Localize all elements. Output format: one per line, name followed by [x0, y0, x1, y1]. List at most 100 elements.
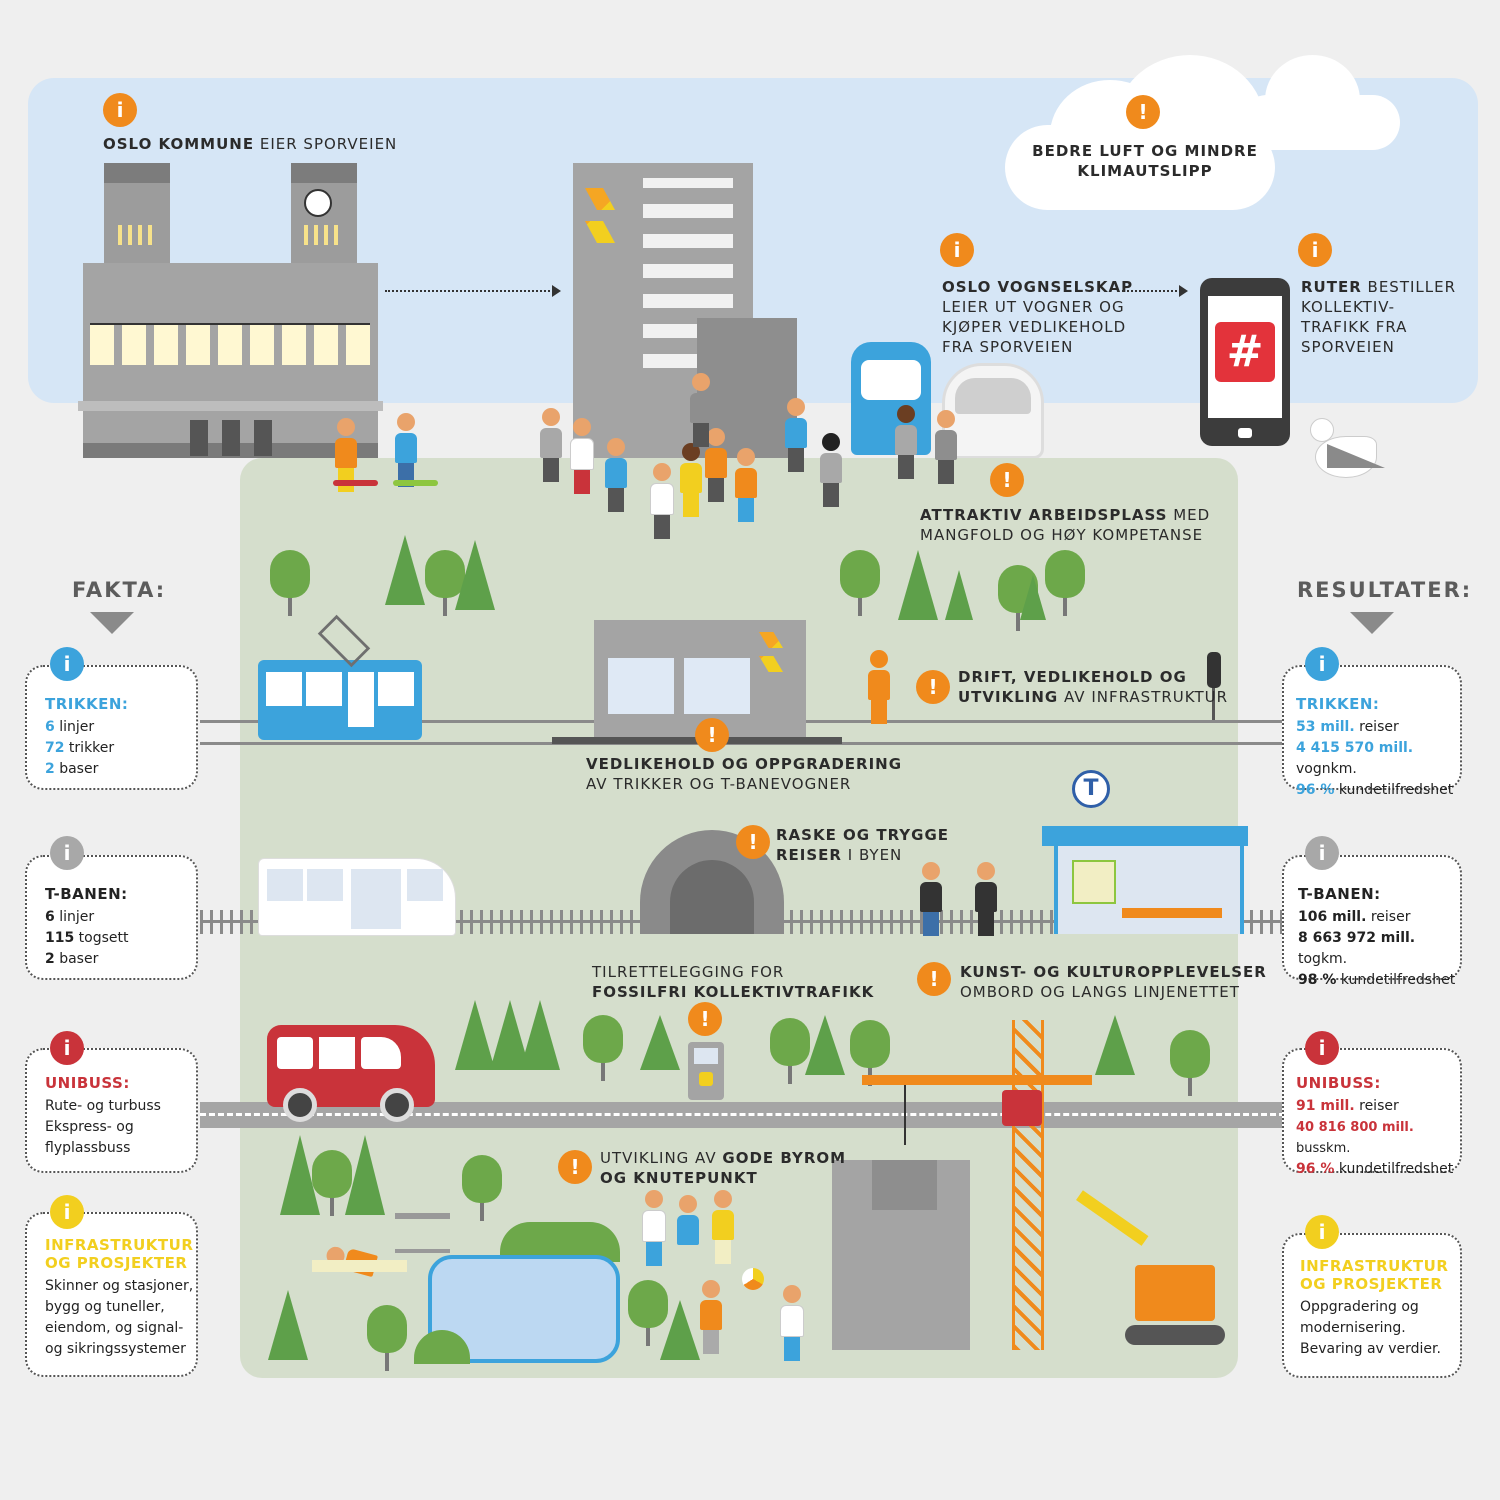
tree [268, 1290, 308, 1360]
worker-person [868, 650, 890, 724]
cloud-small [1240, 55, 1400, 150]
down-arrow-icon [90, 612, 134, 634]
arrow-connector [385, 290, 550, 292]
bbq-group [642, 1190, 742, 1266]
tree [1045, 550, 1085, 616]
phone: # [1200, 278, 1290, 446]
tree [270, 550, 310, 616]
tree [455, 540, 495, 610]
byrom-label: UTVIKLING AV GODE BYROM OG KNUTEPUNKT [600, 1149, 847, 1187]
road-markings [200, 1113, 1285, 1116]
alert-icon: ! [990, 463, 1024, 497]
arrow-connector [1122, 290, 1177, 292]
tree [1095, 1015, 1135, 1075]
info-icon: i [50, 1031, 84, 1065]
tree [945, 570, 973, 620]
alert-icon: ! [916, 670, 950, 704]
vedlikehold-label: VEDLIKEHOLD OG OPPGRADERING AV TRIKKER O… [586, 755, 903, 793]
tree [1020, 575, 1046, 620]
arbeidsplass-label: ATTRAKTIV ARBEIDSPLASS MED MANGFOLD OG H… [920, 506, 1211, 544]
tree [840, 550, 880, 616]
ruter-app-icon: # [1215, 322, 1275, 382]
alert-icon: ! [736, 825, 770, 859]
resultater-unibuss-box: UNIBUSS: 91 mill. reiser 40 816 800 mill… [1282, 1048, 1462, 1177]
tree [455, 1000, 495, 1070]
fakta-heading: FAKTA: [72, 578, 167, 602]
tree [520, 1000, 560, 1070]
info-icon: i [940, 233, 974, 267]
picnic-blanket [312, 1260, 407, 1272]
info-icon: i [1305, 1031, 1339, 1065]
tree [770, 1018, 810, 1084]
beach-ball-icon [742, 1268, 764, 1290]
metro-train [258, 858, 456, 936]
alert-icon: ! [688, 1002, 722, 1036]
info-icon: i [1305, 647, 1339, 681]
station-shelter [1042, 826, 1248, 934]
tree [367, 1305, 407, 1371]
clock-icon [304, 189, 332, 217]
raske-label: RASKE OG TRYGGE REISER I BYEN [776, 826, 950, 864]
skater-person [335, 418, 357, 492]
info-icon: i [50, 1195, 84, 1229]
info-icon: i [50, 836, 84, 870]
tree [850, 1020, 890, 1086]
child-playing [780, 1285, 804, 1361]
tree [898, 550, 938, 620]
excavator [1065, 1190, 1225, 1350]
sporveien-logo-icon [585, 188, 615, 243]
charging-station-icon [688, 1042, 724, 1100]
tree [345, 1135, 385, 1215]
metro-front [942, 363, 1044, 459]
sporveien-logo-icon [759, 632, 783, 672]
kunst-label: KUNST- OG KULTUROPPLEVELSER OMBORD OG LA… [960, 963, 1267, 1001]
tree [1170, 1030, 1210, 1096]
resultater-heading: RESULTATER: [1297, 578, 1473, 602]
info-icon: i [103, 93, 137, 127]
bus-wheel [380, 1088, 414, 1122]
alert-icon: ! [695, 718, 729, 752]
fakta-trikken-box: TRIKKEN: 6 linjer 72 trikker 2 baser [25, 665, 198, 790]
cloud [1005, 55, 1285, 210]
alert-icon: ! [917, 962, 951, 996]
skateboard [333, 480, 378, 486]
skater-person [395, 413, 417, 487]
vognselskap-label: OSLO VOGNSELSKAP LEIER UT VOGNER OG KJØP… [942, 278, 1134, 356]
drift-label: DRIFT, VEDLIKEHOLD OG UTVIKLING AV INFRA… [958, 668, 1229, 706]
artist-person [920, 862, 942, 936]
arrow-head-icon [552, 285, 561, 297]
ruter-label: RUTER BESTILLER KOLLEKTIV- TRAFIKK FRA S… [1301, 278, 1457, 356]
arrow-head-icon [1179, 285, 1188, 297]
info-icon: i [1305, 836, 1339, 870]
building-under-construction [832, 1160, 970, 1350]
fossil-label: TILRETTELEGGING FOR FOSSILFRI KOLLEKTIVT… [592, 963, 875, 1001]
child-playing [700, 1280, 722, 1354]
tram [258, 660, 422, 740]
tree [462, 1155, 502, 1221]
park-bench [395, 1213, 450, 1253]
seagull [1305, 418, 1385, 498]
tree [385, 535, 425, 605]
tram-front [851, 342, 931, 455]
tree [805, 1015, 845, 1075]
musician-person [975, 862, 997, 936]
city-hall-building [78, 163, 383, 458]
crane [862, 1020, 1092, 1350]
fakta-tbanen-box: T-BANEN: 6 linjer 115 togsett 2 baser [25, 855, 198, 980]
oslo-kommune-label: OSLO KOMMUNE EIER SPORVEIEN [103, 135, 398, 153]
alert-icon: ! [1126, 95, 1160, 129]
metro-sign-icon: T [1072, 770, 1110, 808]
skateboard [393, 480, 438, 486]
tree [660, 1300, 700, 1360]
resultater-tbanen-box: T-BANEN: 106 mill. reiser 8 663 972 mill… [1282, 855, 1462, 988]
info-icon: i [50, 647, 84, 681]
resultater-trikken-box: TRIKKEN: 53 mill. reiser 4 415 570 mill.… [1282, 665, 1462, 798]
employee-group-right [895, 405, 975, 495]
alert-icon: ! [558, 1150, 592, 1184]
traffic-light-icon [1207, 652, 1221, 720]
info-icon: i [1298, 233, 1332, 267]
down-arrow-icon [1350, 612, 1394, 634]
